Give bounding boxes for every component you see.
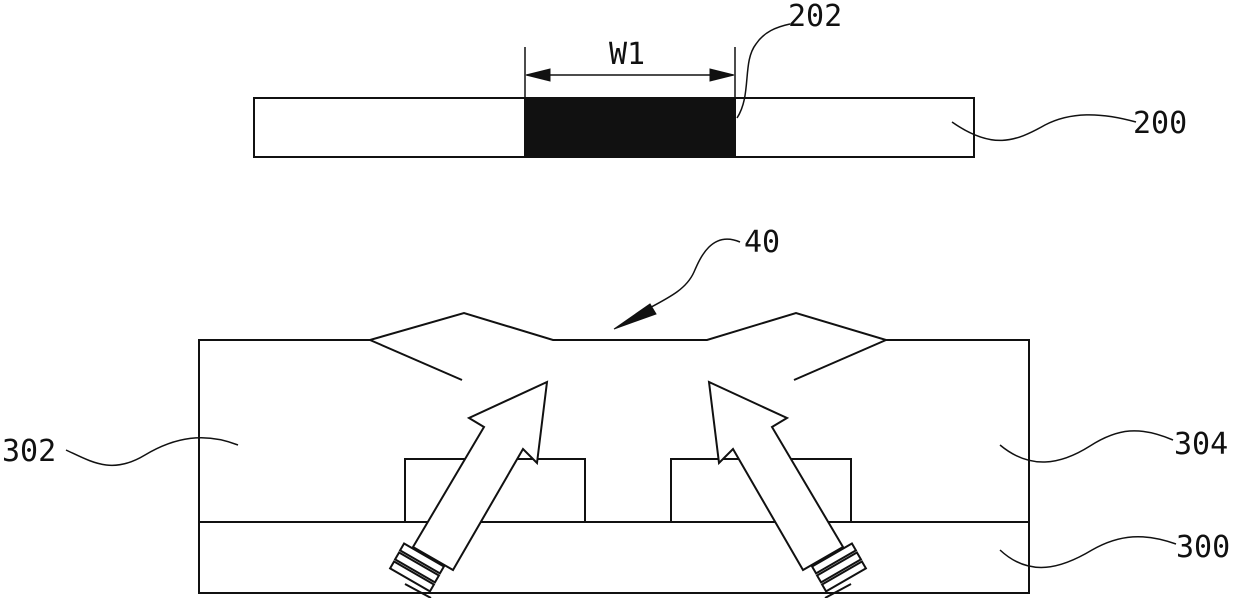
base-300 [199,522,1029,593]
leader-40-arrow-icon [614,304,656,329]
right-recess-edge [794,340,886,380]
opening-202 [525,98,735,157]
label-40: 40 [744,225,780,260]
leader-40 [642,239,740,312]
housing-302-304 [199,313,1029,522]
label-w1: W1 [609,37,645,72]
dimension-w1: W1 [525,37,735,98]
label-300: 300 [1176,530,1230,565]
leader-302 [66,438,238,466]
label-302: 302 [2,434,56,469]
leader-200 [952,115,1136,141]
dimension-arrow-right-icon [710,69,734,81]
dimension-arrow-left-icon [526,69,550,81]
mask-plate-200 [254,98,974,157]
label-202: 202 [788,0,842,34]
label-200: 200 [1133,106,1187,141]
leader-304 [1000,431,1173,462]
left-recess-edge [370,340,462,380]
label-304: 304 [1174,427,1228,462]
